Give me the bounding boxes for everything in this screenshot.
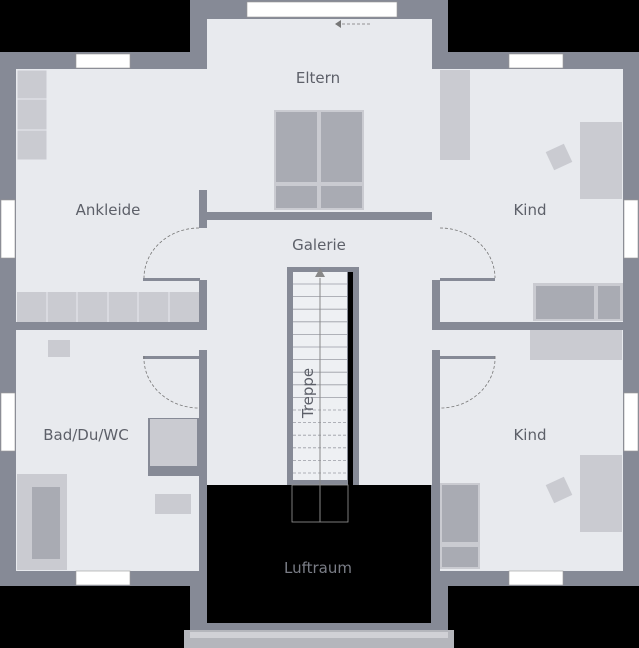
arrow-icon: [335, 20, 341, 28]
desk: [580, 455, 622, 532]
room-label-eltern: Eltern: [296, 69, 340, 87]
room-label-treppe: Treppe: [299, 368, 317, 419]
shelf: [530, 330, 622, 360]
staircase[interactable]: [287, 267, 359, 523]
sink: [48, 340, 70, 357]
room-label-bad: Bad/Du/WC: [43, 426, 128, 444]
toilet: [155, 494, 191, 514]
room-label-luftraum: Luftraum: [284, 559, 352, 577]
room-label-kind-top: Kind: [513, 201, 546, 219]
door-swings: [143, 23, 496, 409]
windows: [0, 1, 639, 586]
stair-arrow-icon: [315, 268, 325, 277]
room-label-kind-bottom: Kind: [513, 426, 546, 444]
interior-walls: [16, 190, 623, 586]
furniture: [16, 69, 623, 570]
chair: [545, 476, 573, 504]
wardrobe: [16, 69, 48, 161]
room-label-ankleide: Ankleide: [76, 201, 141, 219]
desk: [580, 122, 622, 199]
room-label-galerie: Galerie: [292, 236, 346, 254]
chair: [545, 143, 573, 171]
